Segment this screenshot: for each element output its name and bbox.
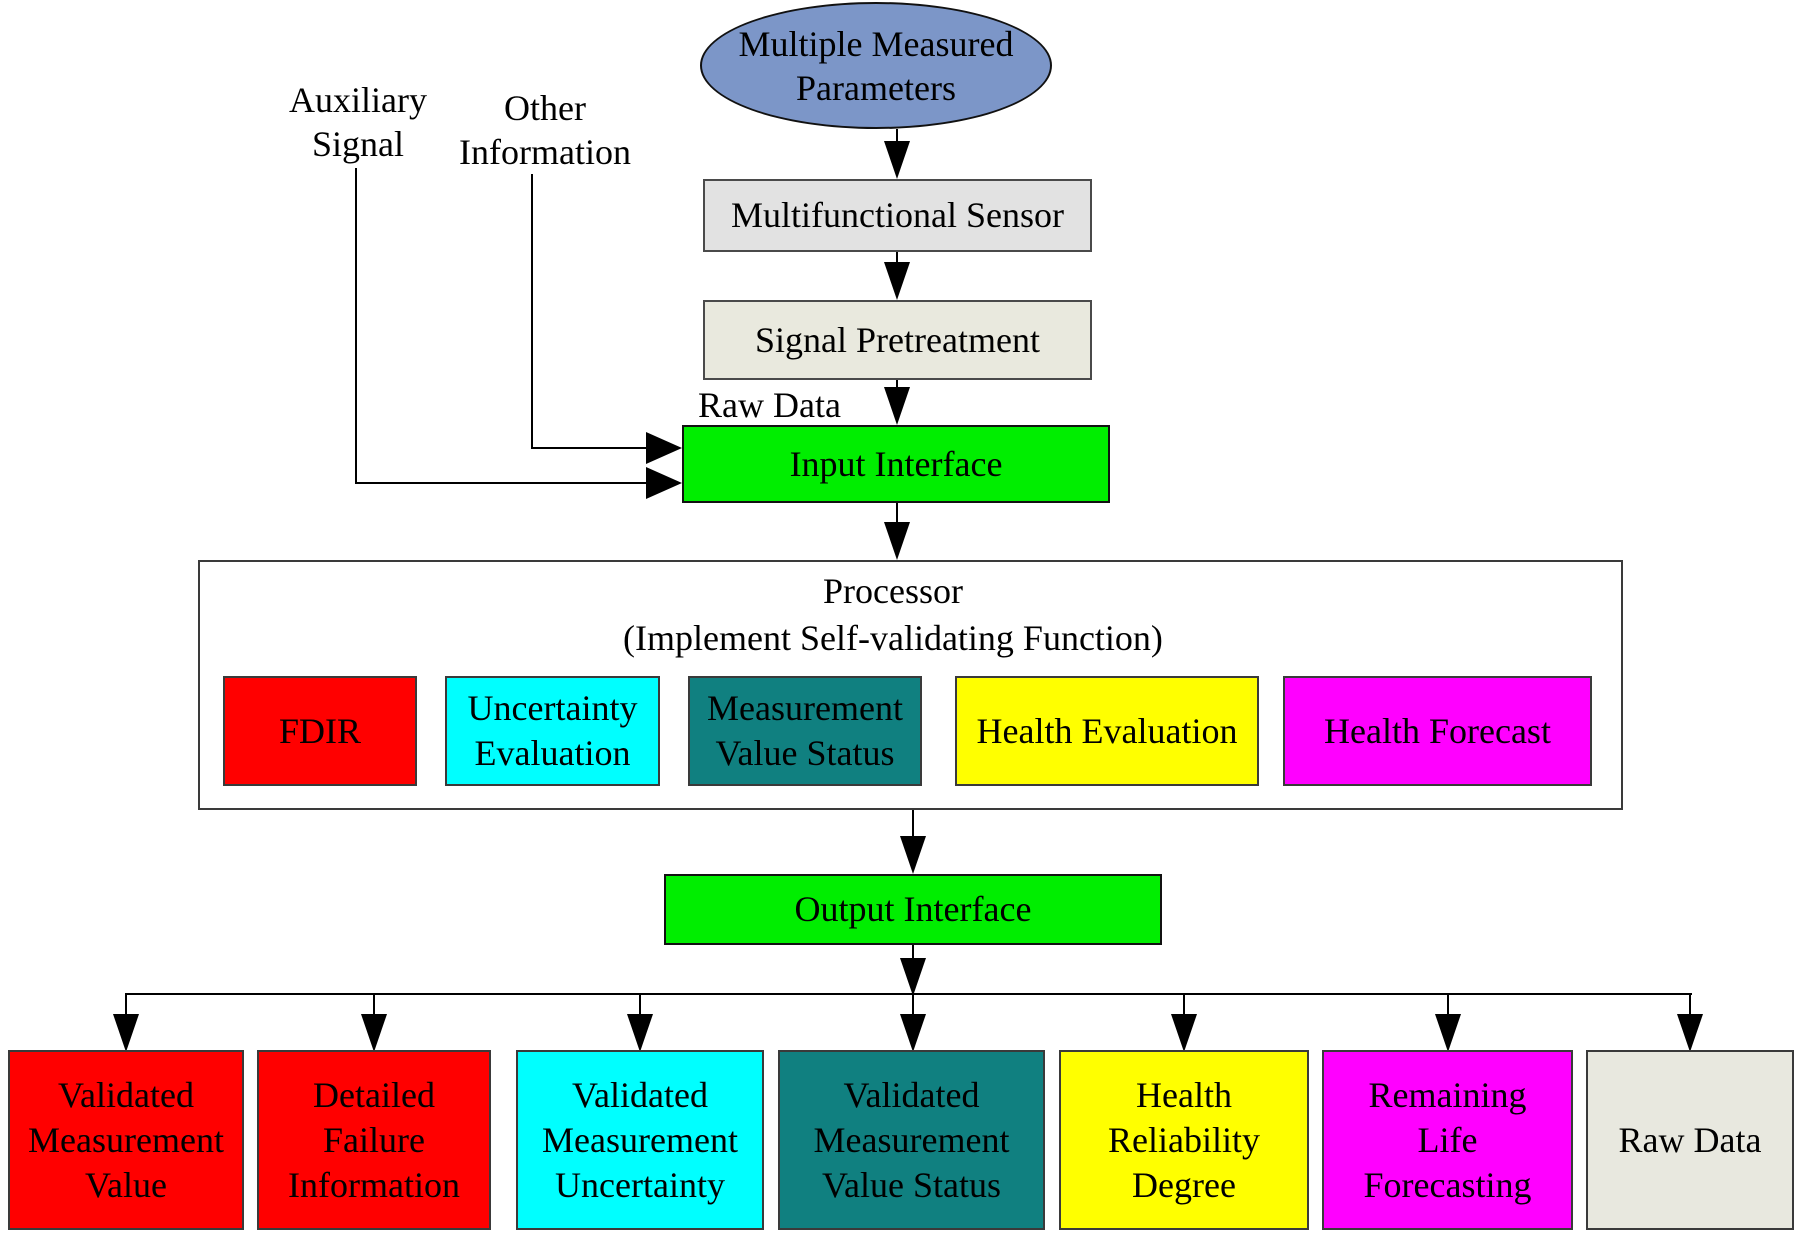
processor-title: Processor — [823, 571, 963, 611]
other-information-label: Other Information — [459, 88, 631, 172]
output-validated-measurement-value: Validated Measurement Value — [8, 1050, 244, 1230]
auxiliary-signal-label: Auxiliary Signal — [289, 80, 427, 164]
output-remaining-life-forecasting: Remaining Life Forecasting — [1322, 1050, 1573, 1230]
arrow-source-to-sensor-head-icon — [884, 141, 910, 179]
drop-7-shaft — [1689, 994, 1691, 1014]
arrow-processor-to-output-head-icon — [900, 836, 926, 874]
arrow-pretreatment-to-input-head-icon — [884, 387, 910, 425]
arrow-input-to-processor-shaft — [896, 503, 898, 524]
drop-2-shaft — [373, 994, 375, 1014]
module-uncertainty-evaluation: Uncertainty Evaluation — [445, 676, 660, 786]
drop-3-shaft — [639, 994, 641, 1014]
other-info-line-vertical — [531, 174, 533, 449]
module-fdir: FDIR — [223, 676, 417, 786]
arrow-sensor-to-pretreatment-head-icon — [884, 262, 910, 300]
raw-data-label: Raw Data — [698, 385, 841, 425]
drop-1-shaft — [125, 994, 127, 1014]
arrow-sensor-to-pretreatment-shaft — [896, 252, 898, 264]
distribution-bus-line — [125, 993, 1692, 995]
output-raw-data: Raw Data — [1586, 1050, 1794, 1230]
other-info-arrow-head-icon — [646, 432, 682, 464]
node-output-interface: Output Interface — [664, 874, 1162, 945]
drop-4-head-icon — [900, 1014, 926, 1052]
arrow-input-to-processor-head-icon — [884, 522, 910, 560]
node-multiple-measured-parameters: Multiple Measured Parameters — [700, 2, 1052, 129]
module-health-forecast: Health Forecast — [1283, 676, 1592, 786]
drop-4-shaft — [912, 994, 914, 1014]
output-health-reliability-degree: Health Reliability Degree — [1059, 1050, 1309, 1230]
other-info-line-horizontal — [531, 447, 650, 449]
drop-5-head-icon — [1171, 1014, 1197, 1052]
drop-3-head-icon — [627, 1014, 653, 1052]
aux-signal-line-vertical — [355, 168, 357, 484]
drop-6-head-icon — [1435, 1014, 1461, 1052]
output-detailed-failure-information: Detailed Failure Information — [257, 1050, 491, 1230]
drop-2-head-icon — [361, 1014, 387, 1052]
node-input-interface: Input Interface — [682, 425, 1110, 503]
module-measurement-value-status: Measurement Value Status — [688, 676, 922, 786]
node-signal-pretreatment: Signal Pretreatment — [703, 300, 1092, 380]
aux-signal-arrow-head-icon — [646, 467, 682, 499]
output-validated-measurement-uncertainty: Validated Measurement Uncertainty — [516, 1050, 764, 1230]
drop-7-head-icon — [1677, 1014, 1703, 1052]
output-validated-measurement-value-status: Validated Measurement Value Status — [778, 1050, 1045, 1230]
arrow-pretreatment-to-input-shaft — [896, 380, 898, 389]
arrow-processor-to-output-shaft — [912, 810, 914, 838]
drop-5-shaft — [1183, 994, 1185, 1014]
drop-1-head-icon — [113, 1014, 139, 1052]
processor-subtitle: (Implement Self-validating Function) — [623, 618, 1163, 658]
node-multifunctional-sensor: Multifunctional Sensor — [703, 179, 1092, 252]
arrow-output-to-bus-head-icon — [900, 958, 926, 996]
module-health-evaluation: Health Evaluation — [955, 676, 1259, 786]
arrow-output-to-bus-shaft — [912, 945, 914, 960]
arrow-source-to-sensor-shaft — [896, 129, 898, 143]
aux-signal-line-horizontal — [355, 482, 650, 484]
drop-6-shaft — [1447, 994, 1449, 1014]
